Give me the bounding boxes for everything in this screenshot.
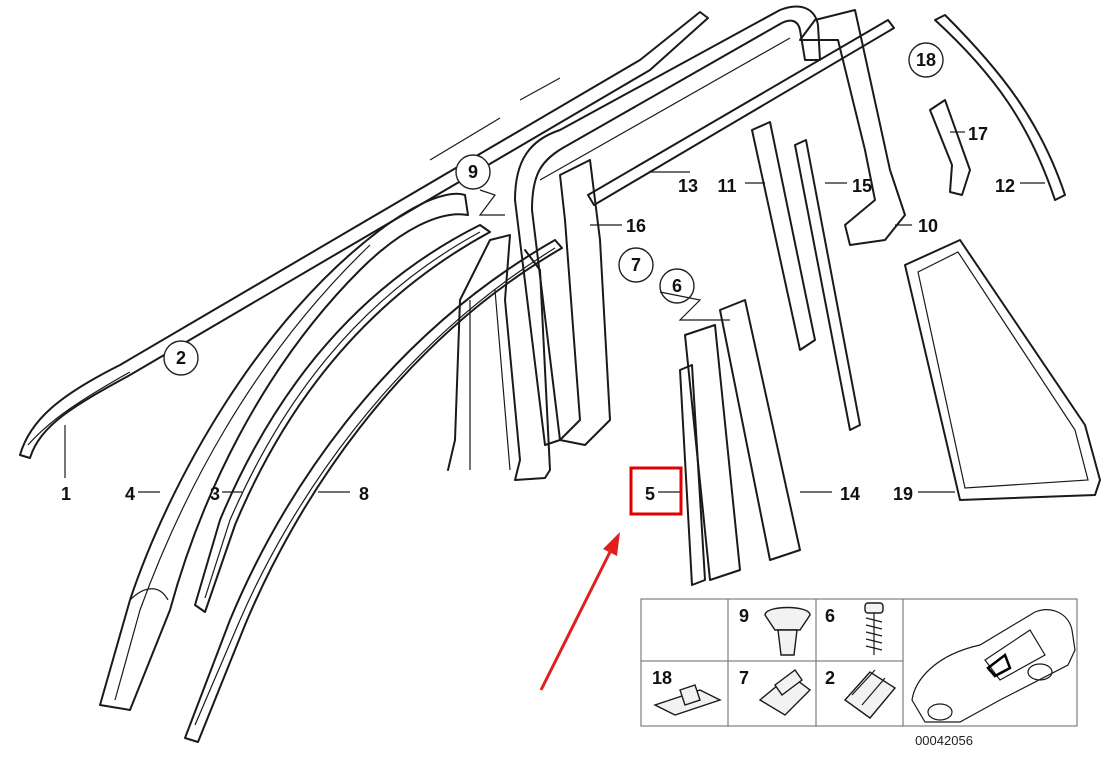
legend-6: 6 [825, 606, 835, 626]
clip-7-icon [758, 669, 812, 716]
legend-table: 9 6 18 7 2 [640, 598, 1078, 727]
callout-18: 18 [916, 50, 936, 70]
callout-16: 16 [626, 216, 646, 236]
callout-7: 7 [631, 255, 641, 275]
callout-2: 2 [176, 348, 186, 368]
part-5-14-pillars [679, 299, 801, 586]
part-10-bracket [799, 9, 906, 246]
callout-13: 13 [678, 176, 698, 196]
part-19-window [904, 239, 1101, 501]
part-16-door-frame [514, 5, 821, 446]
screw-icon [864, 602, 884, 655]
legend-9: 9 [739, 606, 749, 626]
callout-14: 14 [840, 484, 860, 504]
car-icon [911, 609, 1076, 723]
callout-labels: 1 4 3 8 5 14 19 16 13 11 15 10 17 12 [61, 124, 1015, 504]
leader-lines [64, 131, 1045, 493]
clip-18-icon [653, 684, 722, 716]
callout-15: 15 [852, 176, 872, 196]
part-12-strip [934, 14, 1066, 201]
callout-circles: 2 9 7 6 18 [163, 42, 944, 376]
legend-2: 2 [825, 668, 835, 688]
callout-6: 6 [672, 276, 682, 296]
highlight-box [629, 466, 683, 516]
callout-11: 11 [717, 176, 736, 196]
part-3-strip [194, 224, 491, 613]
callout-5: 5 [645, 484, 655, 504]
plug-icon [764, 606, 811, 656]
part-17-trim [929, 99, 971, 196]
part-pillar-assembly [447, 234, 551, 481]
part-11-strip [751, 121, 816, 351]
callout-17: 17 [968, 124, 988, 144]
part-13-strip [587, 19, 895, 206]
diagram-code: 00042056 [915, 733, 973, 748]
callout-12: 12 [995, 176, 1015, 196]
part-4-frame [99, 192, 469, 711]
callout-3: 3 [210, 484, 220, 504]
callout-19: 19 [893, 484, 913, 504]
legend-18: 18 [652, 668, 672, 688]
legend-7: 7 [739, 668, 749, 688]
part-8-strip [184, 239, 563, 743]
callout-4: 4 [125, 484, 135, 504]
red-arrow [539, 532, 620, 691]
part-1-roof-rail [19, 11, 709, 459]
callout-9: 9 [468, 162, 478, 182]
callout-10: 10 [918, 216, 938, 236]
clip-2-icon [843, 669, 897, 719]
callout-8: 8 [359, 484, 369, 504]
part-15-strip [794, 139, 861, 431]
callout-1: 1 [61, 484, 71, 504]
